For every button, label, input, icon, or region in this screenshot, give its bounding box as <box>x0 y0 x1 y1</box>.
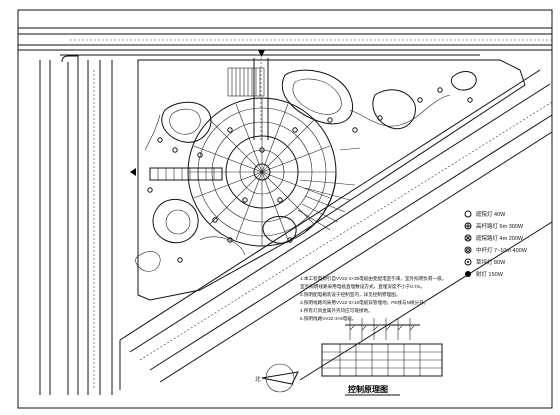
radial-lawn <box>297 147 361 232</box>
building-strip <box>149 167 223 181</box>
central-walkway <box>253 58 269 140</box>
note-line: 室外照明线路采用电缆直埋敷设方式，直埋深度不小于0.7m。 <box>300 283 425 290</box>
diagonal-roads <box>119 69 553 390</box>
entrance-marker <box>130 50 265 176</box>
legend-item: 庭院路灯 4m 200W <box>464 234 524 242</box>
note-line: 2.照明配电箱装设于控制室内，详见控制原理图。 <box>300 291 400 298</box>
legend-item: 高杆路灯 6m 300W <box>464 222 524 230</box>
north-arrow: 北 <box>255 363 299 393</box>
note-line: 3.照明线路均采用VV22-3×10电缆穿管埋地，PE线与N线分开。 <box>300 299 428 306</box>
legend-item: 中杆灯 7~10m 400W <box>464 246 528 254</box>
legend-label: 草坪灯 80W <box>476 258 506 266</box>
legend-label: 中杆灯 7~10m 400W <box>476 246 528 254</box>
landscape-features <box>135 69 477 272</box>
diagram-title: 控制原理图 <box>348 384 388 394</box>
note-line: 1.本工程电源引自VV22-4×35电缆由变配电室引来，室外照明负荷一级。 <box>300 275 446 282</box>
left-road <box>39 55 113 395</box>
top-road <box>18 27 552 56</box>
site-boundary <box>137 59 526 301</box>
control-schematic: 控制原理图 <box>321 318 443 396</box>
parking-area <box>227 67 265 97</box>
legend-label: 高杆路灯 6m 300W <box>476 222 524 230</box>
legend-item: 草坪灯 80W <box>464 258 506 266</box>
legend-label: 庭院路灯 4m 200W <box>476 234 524 242</box>
drawing-frame <box>17 9 553 409</box>
legend-label: 射灯 150W <box>476 270 504 278</box>
legend-label: 庭院灯 40W <box>476 210 506 218</box>
note-line: 4.所有灯具金属外壳均应可靠接地。 <box>300 307 373 314</box>
lighting-legend: 庭院灯 40W 高杆路灯 6m 300W 庭院路灯 4m 200W 中杆灯 7~… <box>464 210 528 278</box>
note-line: 5.照明线路VV22-3×6电缆。 <box>300 315 357 322</box>
design-notes: 1.本工程电源引自VV22-4×35电缆由变配电室引来，室外照明负荷一级。 室外… <box>300 275 446 322</box>
lamp-markers <box>147 87 473 263</box>
legend-item: 射灯 150W <box>465 270 504 278</box>
legend-item: 庭院灯 40W <box>464 210 506 218</box>
north-label: 北 <box>255 375 261 383</box>
